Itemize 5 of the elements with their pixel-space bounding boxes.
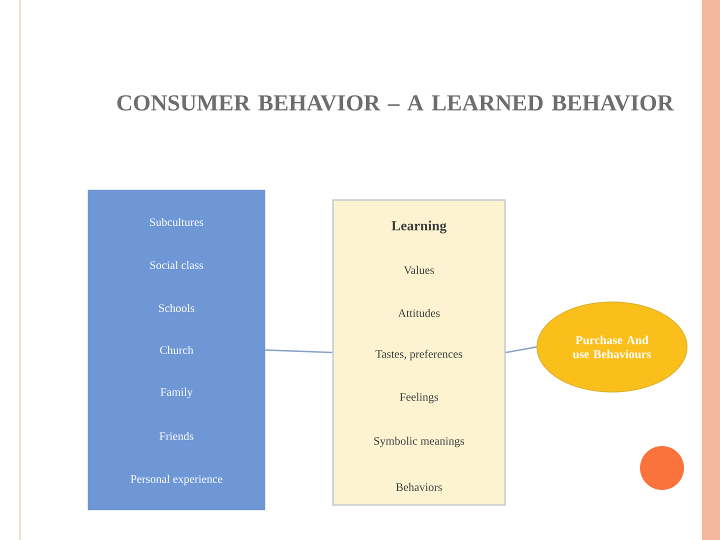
title: CONSUMER BEHAVIOR – A LEARNED BEHAVIOR [117,95,674,111]
connector-line [506,346,537,354]
connector-line [265,349,332,354]
list-box: Learning Values Attitudes Tastes, preferences Feelings Symbolic meanings Behaviors [332,199,506,506]
list-box: Subcultures Social class Schools Church Family Friends Personal experience [88,190,266,510]
